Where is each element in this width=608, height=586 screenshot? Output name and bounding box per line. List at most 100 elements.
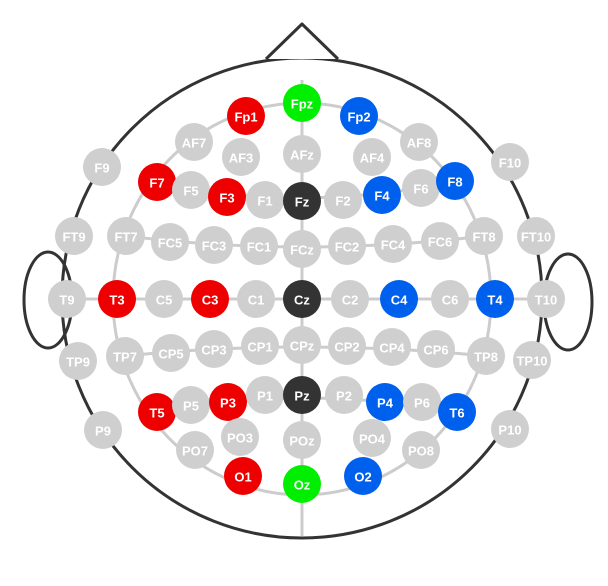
electrode-label: P3	[220, 396, 236, 411]
electrode-marker	[241, 327, 279, 365]
electrode-fcz: FCz	[283, 230, 321, 268]
electrode-marker	[283, 280, 321, 318]
electrode-label: F2	[335, 194, 350, 209]
electrode-label: C5	[156, 293, 173, 308]
electrode-label: T9	[59, 293, 74, 308]
electrode-t10: T10	[527, 280, 565, 318]
electrode-c3: C3	[191, 280, 229, 318]
electrode-marker	[353, 419, 391, 457]
electrode-marker	[283, 326, 321, 364]
electrode-label: PO7	[182, 444, 208, 459]
electrode-label: T6	[449, 406, 464, 421]
electrode-f8: F8	[436, 162, 474, 200]
electrode-marker	[467, 337, 505, 375]
electrode-marker	[283, 84, 321, 122]
electrode-label: T10	[535, 293, 557, 308]
electrode-marker	[491, 410, 529, 448]
electrode-p9: P9	[84, 411, 122, 449]
electrode-fc2: FC2	[328, 227, 366, 265]
electrode-label: FC6	[428, 235, 453, 250]
electrode-marker	[324, 181, 362, 219]
electrode-marker	[438, 393, 476, 431]
electrode-fz: Fz	[283, 182, 321, 220]
electrode-label: FT7	[114, 230, 137, 245]
electrode-marker	[417, 330, 455, 368]
electrode-f4: F4	[363, 176, 401, 214]
electrode-marker	[209, 383, 247, 421]
electrode-marker	[48, 280, 86, 318]
electrode-marker	[373, 328, 411, 366]
electrode-label: FC5	[158, 236, 183, 251]
electrode-marker	[283, 182, 321, 220]
electrode-oz: Oz	[283, 465, 321, 503]
electrode-label: FCz	[290, 243, 314, 258]
nose-outline	[264, 22, 340, 61]
electrode-marker	[224, 457, 262, 495]
electrode-f7: F7	[138, 163, 176, 201]
electrode-label: F8	[447, 175, 462, 190]
electrode-pz: Pz	[283, 376, 321, 414]
electrode-t3: T3	[98, 280, 136, 318]
electrode-marker	[476, 280, 514, 318]
electrode-marker	[59, 342, 97, 380]
electrode-c6: C6	[431, 280, 469, 318]
electrode-p3: P3	[209, 383, 247, 421]
electrode-label: PO8	[408, 444, 434, 459]
electrode-t4: T4	[476, 280, 514, 318]
electrode-marker	[331, 280, 369, 318]
electrode-marker	[465, 217, 503, 255]
electrode-marker	[98, 280, 136, 318]
electrode-label: O1	[234, 470, 251, 485]
electrode-cp1: CP1	[241, 327, 279, 365]
electrode-marker	[421, 222, 459, 260]
electrode-cz: Cz	[283, 280, 321, 318]
electrode-tp7: TP7	[106, 337, 144, 375]
electrode-marker	[246, 376, 284, 414]
electrode-cpz: CPz	[283, 326, 321, 364]
electrode-marker	[172, 386, 210, 424]
electrode-af3: AF3	[222, 138, 260, 176]
electrode-label: Fp1	[234, 110, 257, 125]
electrode-af4: AF4	[353, 138, 391, 176]
electrode-tp10: TP10	[513, 341, 551, 379]
electrode-af7: AF7	[175, 123, 213, 161]
electrode-c1: C1	[237, 280, 275, 318]
electrode-c5: C5	[145, 280, 183, 318]
electrode-marker	[107, 217, 145, 255]
electrode-label: TP7	[113, 350, 137, 365]
electrode-label: Oz	[294, 478, 311, 493]
electrode-marker	[402, 169, 440, 207]
electrode-t9: T9	[48, 280, 86, 318]
electrode-marker	[283, 135, 321, 173]
electrode-tp9: TP9	[59, 342, 97, 380]
electrode-label: P10	[498, 423, 521, 438]
electrode-marker	[325, 376, 363, 414]
electrode-marker	[138, 393, 176, 431]
electrode-label: PO3	[227, 431, 253, 446]
electrode-label: P6	[414, 396, 430, 411]
electrode-label: FC4	[381, 238, 406, 253]
electrode-marker	[152, 334, 190, 372]
electrode-label: F3	[219, 191, 234, 206]
electrode-cp2: CP2	[328, 327, 366, 365]
electrode-marker	[436, 162, 474, 200]
electrode-marker	[283, 230, 321, 268]
electrode-marker	[366, 383, 404, 421]
electrode-label: C1	[248, 293, 265, 308]
electrode-label: F9	[94, 161, 109, 176]
electrode-ft8: FT8	[465, 217, 503, 255]
electrode-label: FT10	[521, 230, 551, 245]
electrode-label: C2	[342, 293, 359, 308]
electrode-marker	[106, 337, 144, 375]
electrode-f1: F1	[246, 181, 284, 219]
electrode-marker	[145, 280, 183, 318]
electrode-o2: O2	[344, 457, 382, 495]
electrode-marker	[283, 421, 321, 459]
electrode-p6: P6	[403, 383, 441, 421]
electrode-label: Fpz	[291, 97, 314, 112]
electrode-label: Fp2	[347, 110, 370, 125]
electrode-label: CP3	[201, 343, 226, 358]
electrode-label: FC1	[247, 240, 272, 255]
electrode-label: AF3	[229, 151, 254, 166]
